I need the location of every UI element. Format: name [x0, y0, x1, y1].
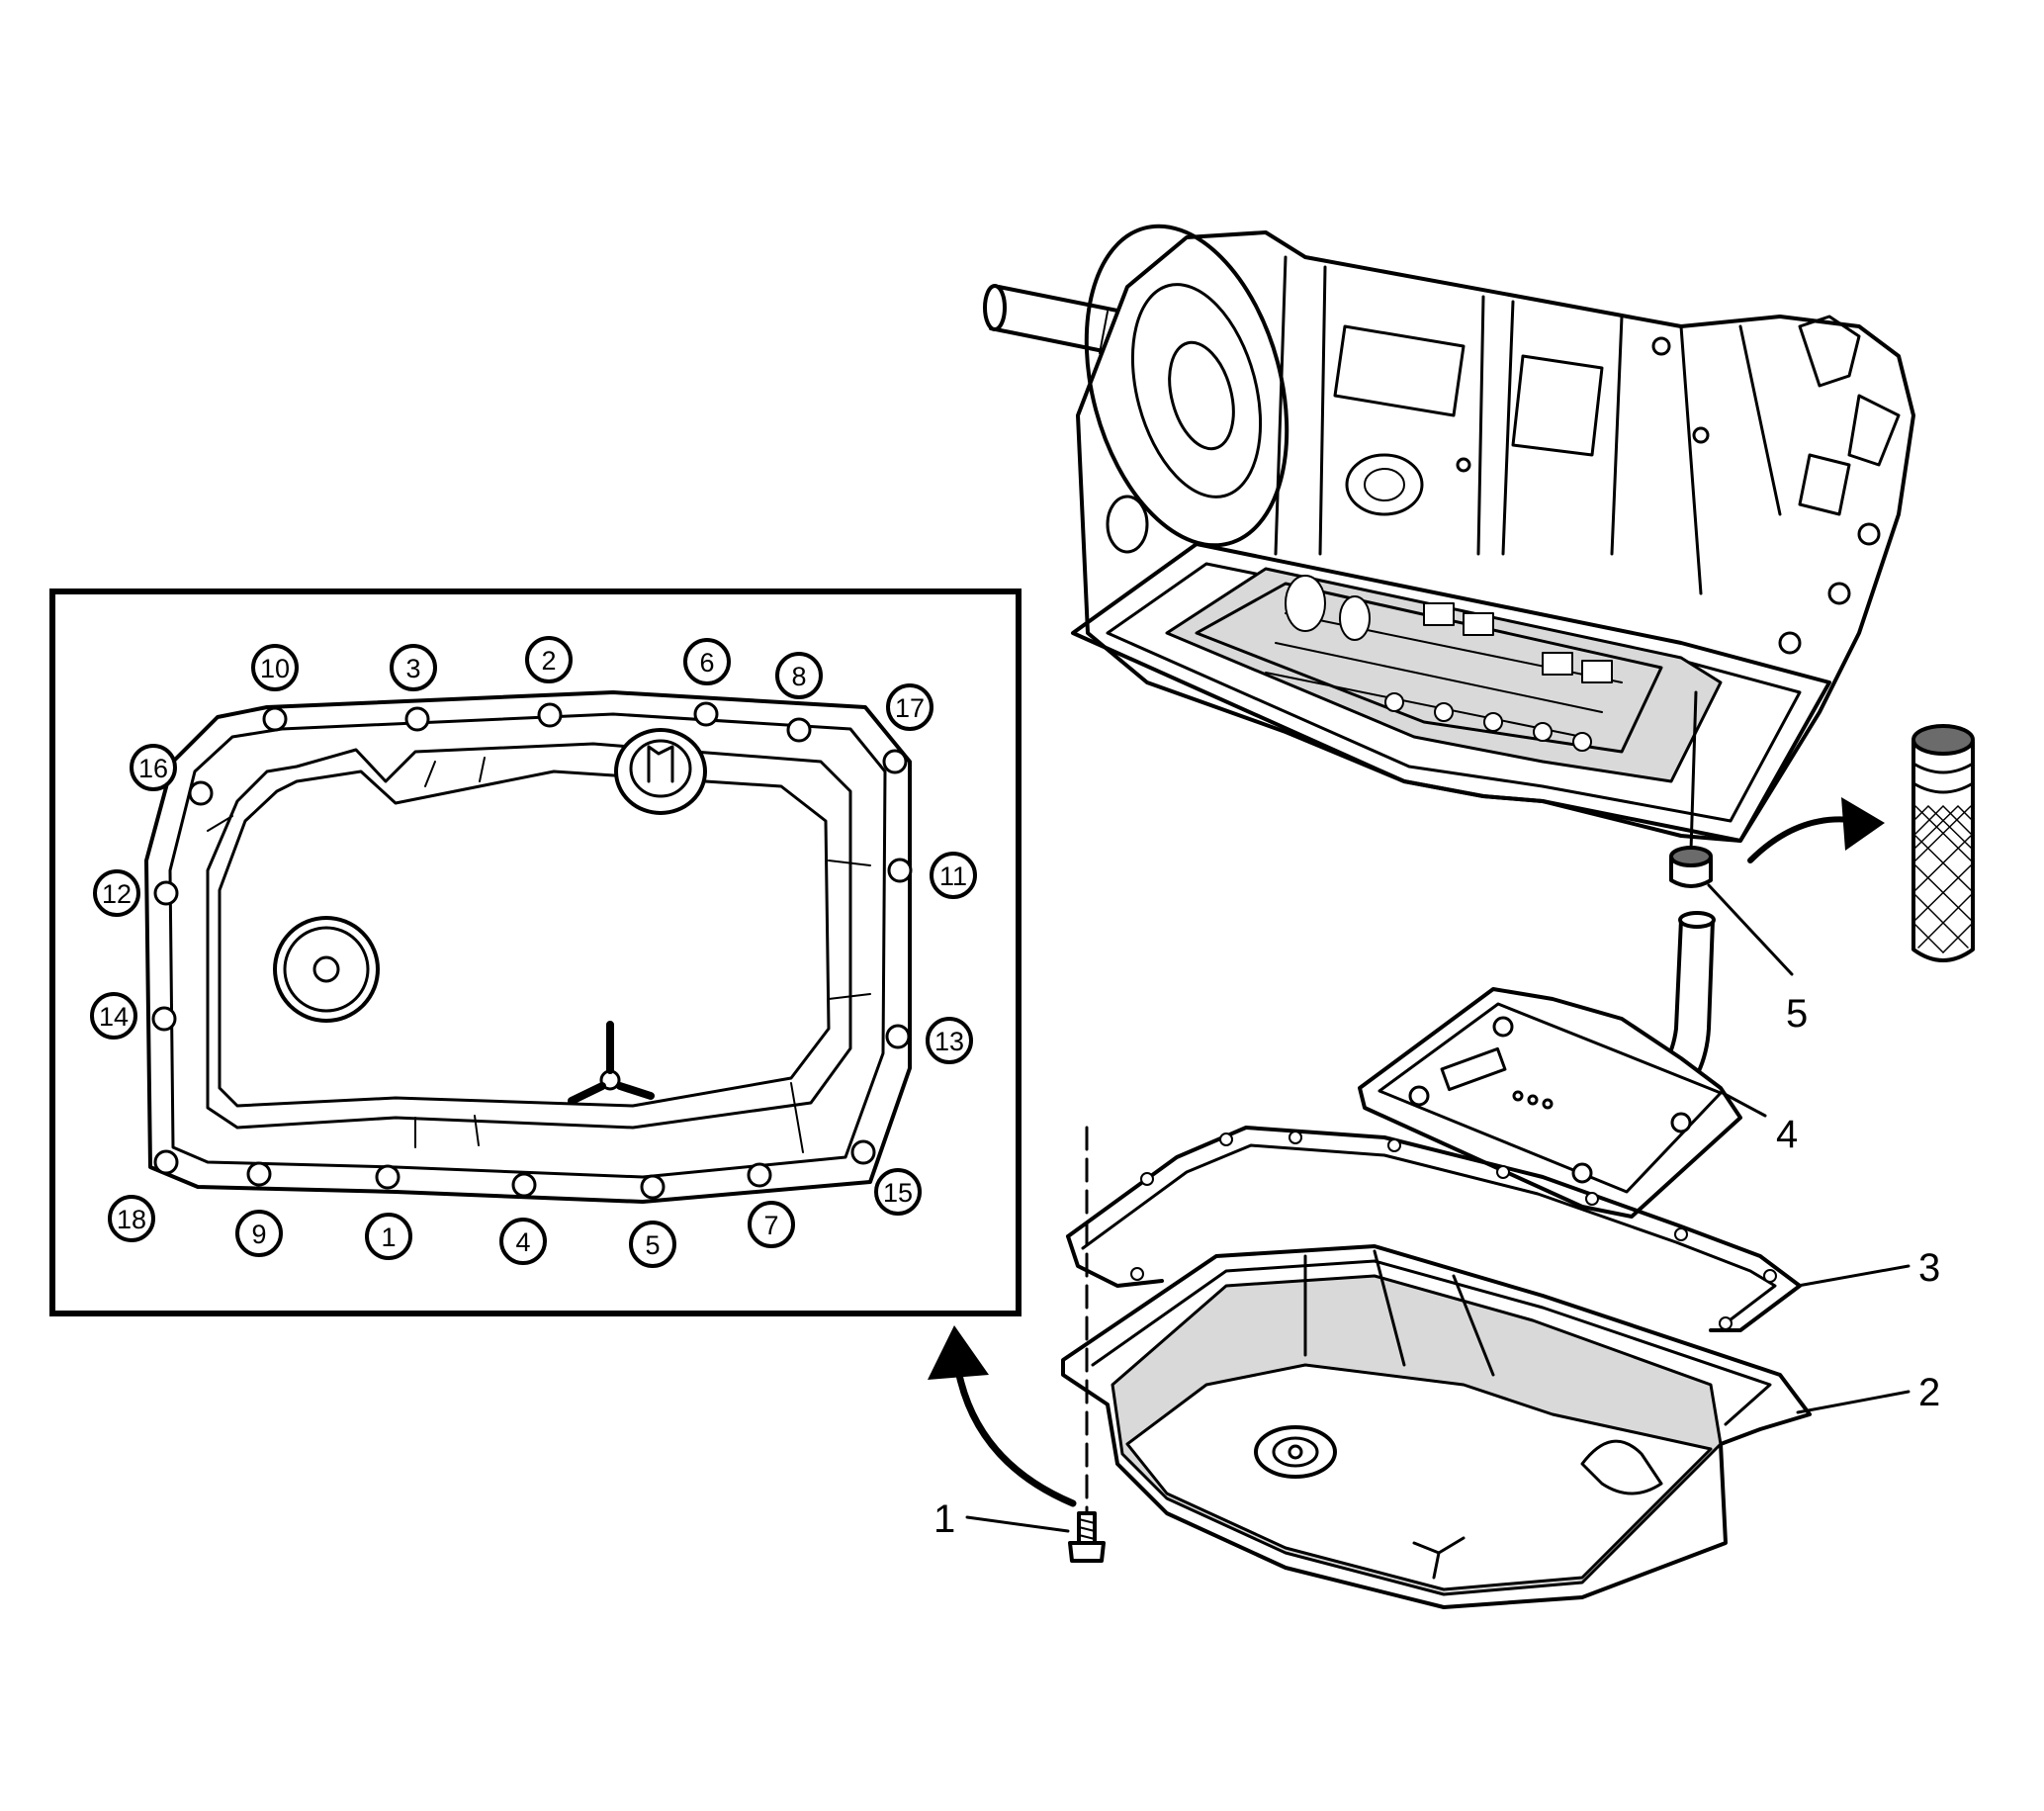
callout-5: 5 — [1786, 992, 1808, 1036]
svg-text:7: 7 — [763, 1211, 778, 1240]
svg-text:4: 4 — [515, 1227, 530, 1257]
svg-text:11: 11 — [939, 861, 967, 891]
transmission-fluid-filter — [1358, 911, 1742, 1219]
svg-text:3: 3 — [405, 654, 420, 683]
inset-bolts — [151, 701, 913, 1200]
svg-text:15: 15 — [883, 1178, 913, 1208]
seq-circle: 12 — [93, 869, 140, 917]
seq-circle: 6 — [683, 638, 731, 685]
svg-text:6: 6 — [699, 648, 714, 678]
seq-circle: 9 — [235, 1210, 283, 1257]
arrow-to-inset-icon — [955, 1371, 1077, 1507]
bolt-sequence-inset: 10 3 2 6 8 17 16 11 12 14 13 18 9 1 4 5 … — [49, 589, 1022, 1316]
svg-text:5: 5 — [645, 1230, 660, 1260]
seq-circle: 18 — [108, 1195, 155, 1242]
svg-text:17: 17 — [895, 693, 925, 723]
seq-circle: 16 — [130, 744, 177, 791]
filter-seal — [1669, 846, 1713, 888]
oil-pan-gasket — [1066, 1126, 1802, 1332]
seq-circle: 7 — [748, 1201, 795, 1248]
svg-text:8: 8 — [791, 662, 806, 691]
svg-text:13: 13 — [934, 1027, 964, 1056]
oil-pan-bolt — [1068, 1126, 1106, 1563]
arrow-to-filter-icon — [1747, 816, 1862, 863]
seq-circle: 10 — [251, 644, 299, 691]
svg-text:16: 16 — [138, 754, 168, 783]
seq-circle: 13 — [926, 1017, 973, 1064]
seq-circle: 2 — [525, 636, 573, 683]
seq-circle: 15 — [874, 1168, 922, 1216]
seq-circle: 14 — [90, 992, 137, 1040]
svg-text:18: 18 — [117, 1205, 146, 1234]
transmission-case — [983, 224, 1915, 853]
svg-text:12: 12 — [102, 879, 132, 909]
callout-1: 1 — [933, 1497, 955, 1541]
svg-text:10: 10 — [260, 654, 290, 683]
arrow-to-inset-head-icon — [928, 1325, 989, 1380]
callout-leaders — [965, 883, 1911, 1533]
bolt-sequence-numbers: 10 3 2 6 8 17 16 11 12 14 13 18 9 1 4 5 … — [90, 636, 977, 1268]
seq-circle: 4 — [499, 1218, 547, 1265]
transmission-oil-pan — [1061, 1244, 1812, 1609]
filter-screen-detail — [1911, 724, 1975, 962]
seq-circle: 17 — [886, 683, 933, 731]
svg-text:14: 14 — [99, 1002, 129, 1032]
svg-text:2: 2 — [541, 646, 556, 676]
callout-2: 2 — [1918, 1371, 1940, 1414]
seq-circle: 5 — [629, 1221, 676, 1268]
seq-circle: 11 — [930, 852, 977, 899]
svg-text:9: 9 — [251, 1220, 266, 1249]
callout-3: 3 — [1918, 1246, 1940, 1290]
seq-circle: 1 — [365, 1213, 412, 1260]
callout-4: 4 — [1776, 1113, 1798, 1156]
seq-circle: 8 — [775, 652, 823, 699]
svg-text:1: 1 — [381, 1222, 396, 1252]
arrow-to-filter-head-icon — [1841, 797, 1885, 851]
seq-circle: 3 — [390, 644, 437, 691]
